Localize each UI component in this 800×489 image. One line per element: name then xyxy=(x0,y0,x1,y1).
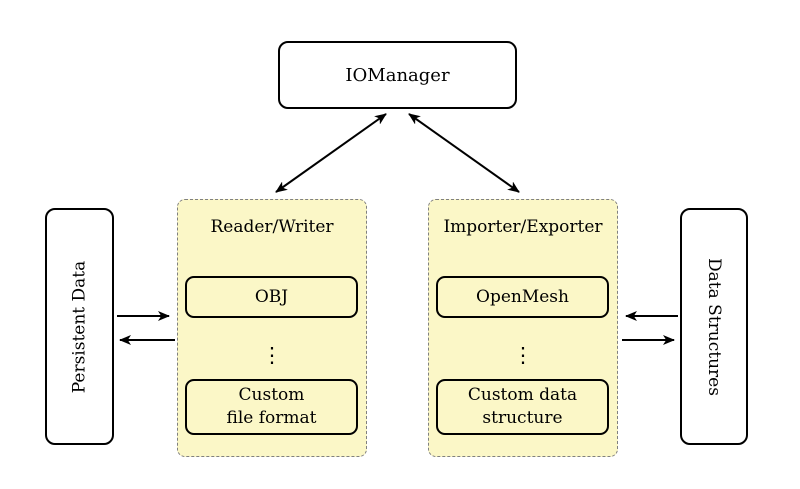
reader-writer-ellipsis: ⋮ xyxy=(261,343,283,367)
custom-data-structure-node: Custom data structure xyxy=(436,379,609,435)
importer-exporter-ellipsis: ⋮ xyxy=(512,343,534,367)
data-structures-label: Data Structures xyxy=(704,257,724,396)
importer-exporter-title: Importer/Exporter xyxy=(443,217,603,237)
iomanager-label: IOManager xyxy=(345,64,450,86)
arrow-iomanager-reader-writer xyxy=(275,113,387,193)
arrow-iomanager-importer-exporter xyxy=(408,113,520,193)
data-structures-node: Data Structures xyxy=(680,208,748,445)
custom-file-format-node: Custom file format xyxy=(185,379,358,435)
persistent-data-node: Persistent Data xyxy=(45,208,114,445)
importer-exporter-group: Importer/Exporter OpenMesh ⋮ Custom data… xyxy=(428,199,618,457)
reader-writer-title: Reader/Writer xyxy=(210,217,334,237)
reader-writer-group: Reader/Writer OBJ ⋮ Custom file format xyxy=(177,199,367,457)
obj-node: OBJ xyxy=(185,276,358,318)
iomanager-node: IOManager xyxy=(278,41,517,109)
openmesh-node: OpenMesh xyxy=(436,276,609,318)
persistent-data-label: Persistent Data xyxy=(69,260,90,393)
